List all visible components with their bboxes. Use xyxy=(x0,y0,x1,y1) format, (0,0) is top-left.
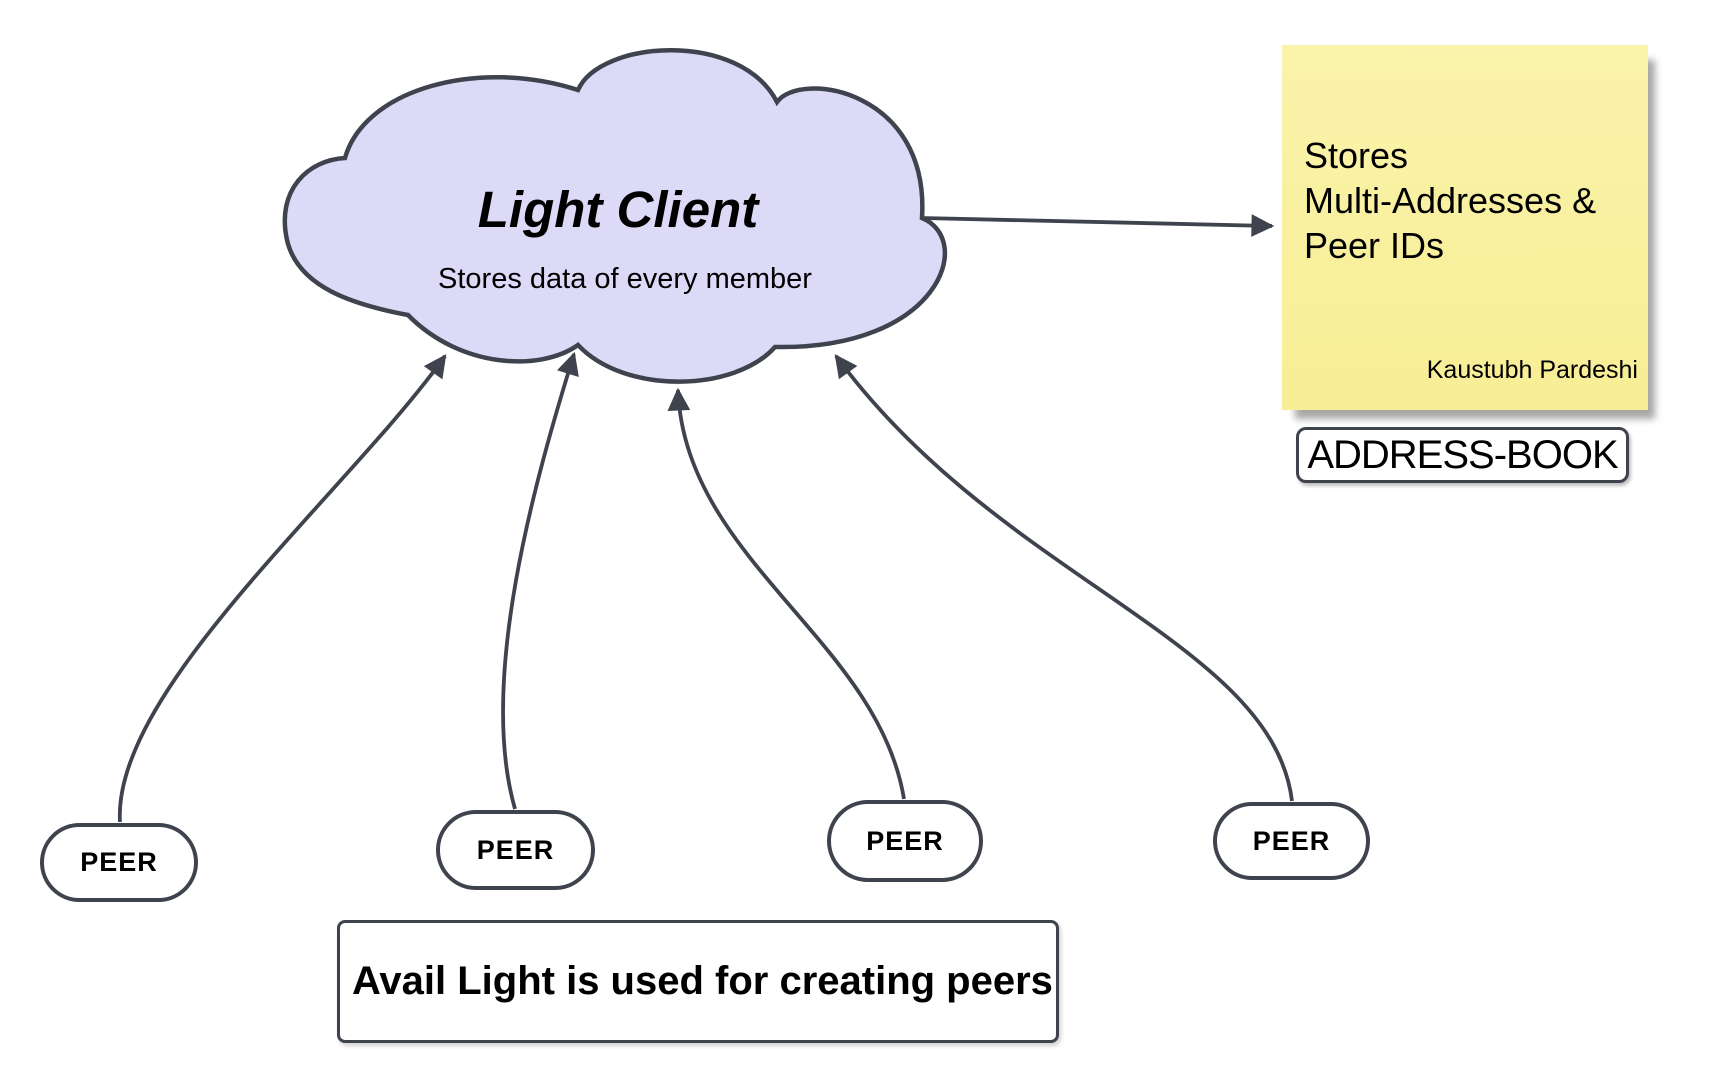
sticky-note-line: Stores xyxy=(1304,135,1409,176)
cloud-subtitle: Stores data of every member xyxy=(438,263,812,295)
sticky-note-signature: Kaustubh Pardeshi xyxy=(1426,356,1638,384)
address-book-box: ADDRESS-BOOK xyxy=(1296,427,1629,483)
peer-node-label: PEER xyxy=(1252,825,1331,856)
connector-cloud-to-note xyxy=(921,214,1275,237)
sticky-note-line: Peer IDs xyxy=(1304,225,1445,266)
peer-node-label: PEER xyxy=(476,834,555,865)
peer-node-4: PEER xyxy=(1213,802,1370,880)
peer-node-1: PEER xyxy=(40,823,198,902)
caption-box: Avail Light is used for creating peers xyxy=(337,920,1059,1043)
connector-peer1-to-cloud xyxy=(118,354,447,823)
light-client-cloud-shape xyxy=(282,48,948,384)
address-book-label: ADDRESS-BOOK xyxy=(1307,432,1618,477)
sticky-note-line: Multi-Addresses & xyxy=(1304,180,1597,221)
peer-node-3: PEER xyxy=(827,800,983,882)
cloud-title: Light Client xyxy=(477,181,759,238)
connector-peer2-to-cloud xyxy=(501,351,579,810)
sticky-note: Stores Multi-Addresses & Peer IDs Kaustu… xyxy=(1282,45,1648,410)
sticky-note-text: Stores Multi-Addresses & Peer IDs xyxy=(1304,133,1638,268)
caption-text: Avail Light is used for creating peers xyxy=(352,959,1053,1003)
connector-peer3-to-cloud xyxy=(667,387,906,800)
peer-node-label: PEER xyxy=(80,847,158,877)
connector-peer4-to-cloud xyxy=(834,354,1294,802)
peer-node-label: PEER xyxy=(866,825,944,856)
peer-node-2: PEER xyxy=(436,810,595,890)
